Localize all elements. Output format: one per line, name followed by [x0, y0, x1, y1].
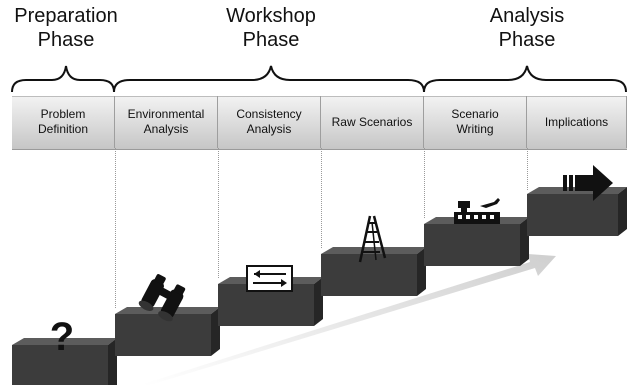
phase-title-line-1: Workshop [226, 5, 316, 27]
phase-title-line-2: Phase [498, 29, 556, 51]
phase-title-workshop: Workshop Phase [206, 4, 336, 52]
phase-title-analysis: Analysis Phase [462, 4, 592, 52]
step-block-2 [115, 307, 220, 356]
binoculars-icon [138, 274, 186, 322]
step-label: Scenario Writing [451, 107, 499, 136]
phase-title-line-2: Phase [242, 29, 300, 51]
step-scenario-writing: Scenario Writing [424, 96, 527, 148]
step-block-1 [12, 338, 117, 385]
preparation-phase-brace [11, 65, 115, 93]
arrow-right-icon [563, 165, 613, 201]
phase-title-line-2: Phase [37, 29, 95, 51]
step-block-5 [424, 217, 529, 266]
divider-line [527, 148, 528, 190]
exchange-arrows-icon [246, 265, 293, 292]
trend-arrow [140, 254, 556, 385]
step-label: Raw Scenarios [331, 114, 413, 129]
workshop-phase-brace [113, 65, 425, 93]
step-block-4 [321, 247, 426, 296]
phase-braces [11, 65, 627, 93]
divider-line [424, 148, 425, 218]
step-label: Environmental Analysis [127, 107, 205, 136]
step-block-3 [218, 277, 323, 326]
ladder-icon [358, 215, 387, 263]
svg-text:?: ? [50, 315, 74, 359]
phase-title-line-1: Analysis [489, 5, 565, 27]
divider-line [115, 148, 116, 308]
phase-title-preparation: Preparation Phase [0, 4, 132, 52]
airport-icon [454, 198, 500, 224]
divider-line [218, 148, 219, 278]
question-mark-icon: ? [50, 315, 74, 359]
analysis-phase-brace [423, 65, 627, 93]
step-block-6 [527, 187, 627, 236]
step-raw-scenarios: Raw Scenarios [321, 96, 424, 148]
step-label: Problem Definition [37, 107, 89, 136]
divider-line [321, 148, 322, 248]
phase-title-line-1: Preparation [14, 5, 118, 27]
step-label: Implications [544, 114, 609, 129]
step-consistency-analysis: Consistency Analysis [218, 96, 321, 148]
step-problem-definition: Problem Definition [12, 96, 115, 148]
step-environmental-analysis: Environmental Analysis [115, 96, 218, 148]
step-label: Consistency Analysis [236, 107, 302, 136]
